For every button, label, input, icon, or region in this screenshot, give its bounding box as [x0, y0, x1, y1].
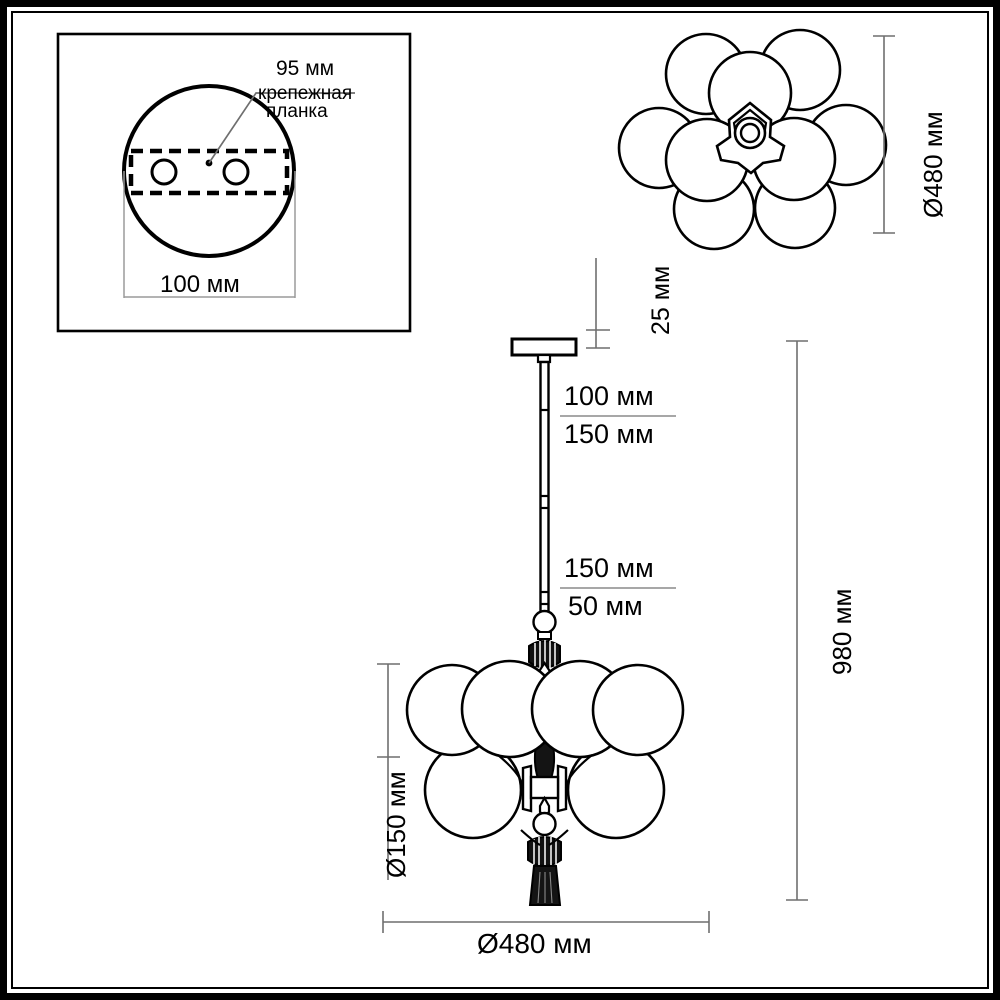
finial-ribs-lower	[533, 836, 557, 868]
label-top-view-diameter: Ø480 мм	[918, 111, 948, 218]
rod-ball-collar	[537, 631, 552, 640]
mounting-hole-left	[150, 158, 178, 186]
front-globe-top-4	[591, 663, 685, 757]
top-view-hub-bore	[739, 122, 761, 144]
mounting-hole-right	[222, 158, 250, 186]
label-mount-bar-line1: крепежная	[258, 83, 353, 104]
label-total-height: 980 мм	[827, 588, 857, 675]
mounting-bar-dashed	[128, 148, 290, 196]
canopy-plate	[510, 337, 578, 357]
front-view	[377, 258, 808, 933]
hub-arm-right	[556, 764, 568, 813]
arm-arc-left	[497, 754, 525, 789]
leader-line-95mm	[208, 92, 355, 164]
label-rod-lower: 150 мм	[564, 553, 654, 583]
arm-arc-right	[564, 754, 593, 789]
arm-arc-bottom-left	[520, 829, 541, 846]
rod-ball-joint	[532, 609, 557, 635]
tassel-strands	[537, 871, 553, 904]
hub-arm-left	[521, 764, 533, 813]
mount-detail-view	[56, 32, 412, 333]
label-rod-upper-alt: 150 мм	[564, 419, 654, 449]
top-view-globes	[617, 28, 895, 251]
label-rod-lower-alt: 50 мм	[568, 591, 643, 621]
label-globe-diameter: Ø150 мм	[381, 771, 411, 878]
label-mount-bar-line2: планка	[266, 101, 328, 122]
label-overall-diameter: Ø480 мм	[477, 928, 592, 959]
hub-center-block	[529, 775, 560, 800]
label-rod-upper: 100 мм	[564, 381, 654, 411]
label-25mm: 25 мм	[647, 265, 675, 335]
label-95mm: 95 мм	[276, 57, 335, 80]
stem-lower-ball	[532, 811, 557, 837]
inner-border	[11, 11, 989, 989]
arm-arc-bottom-right	[548, 829, 569, 846]
label-100mm-base: 100 мм	[160, 271, 240, 298]
